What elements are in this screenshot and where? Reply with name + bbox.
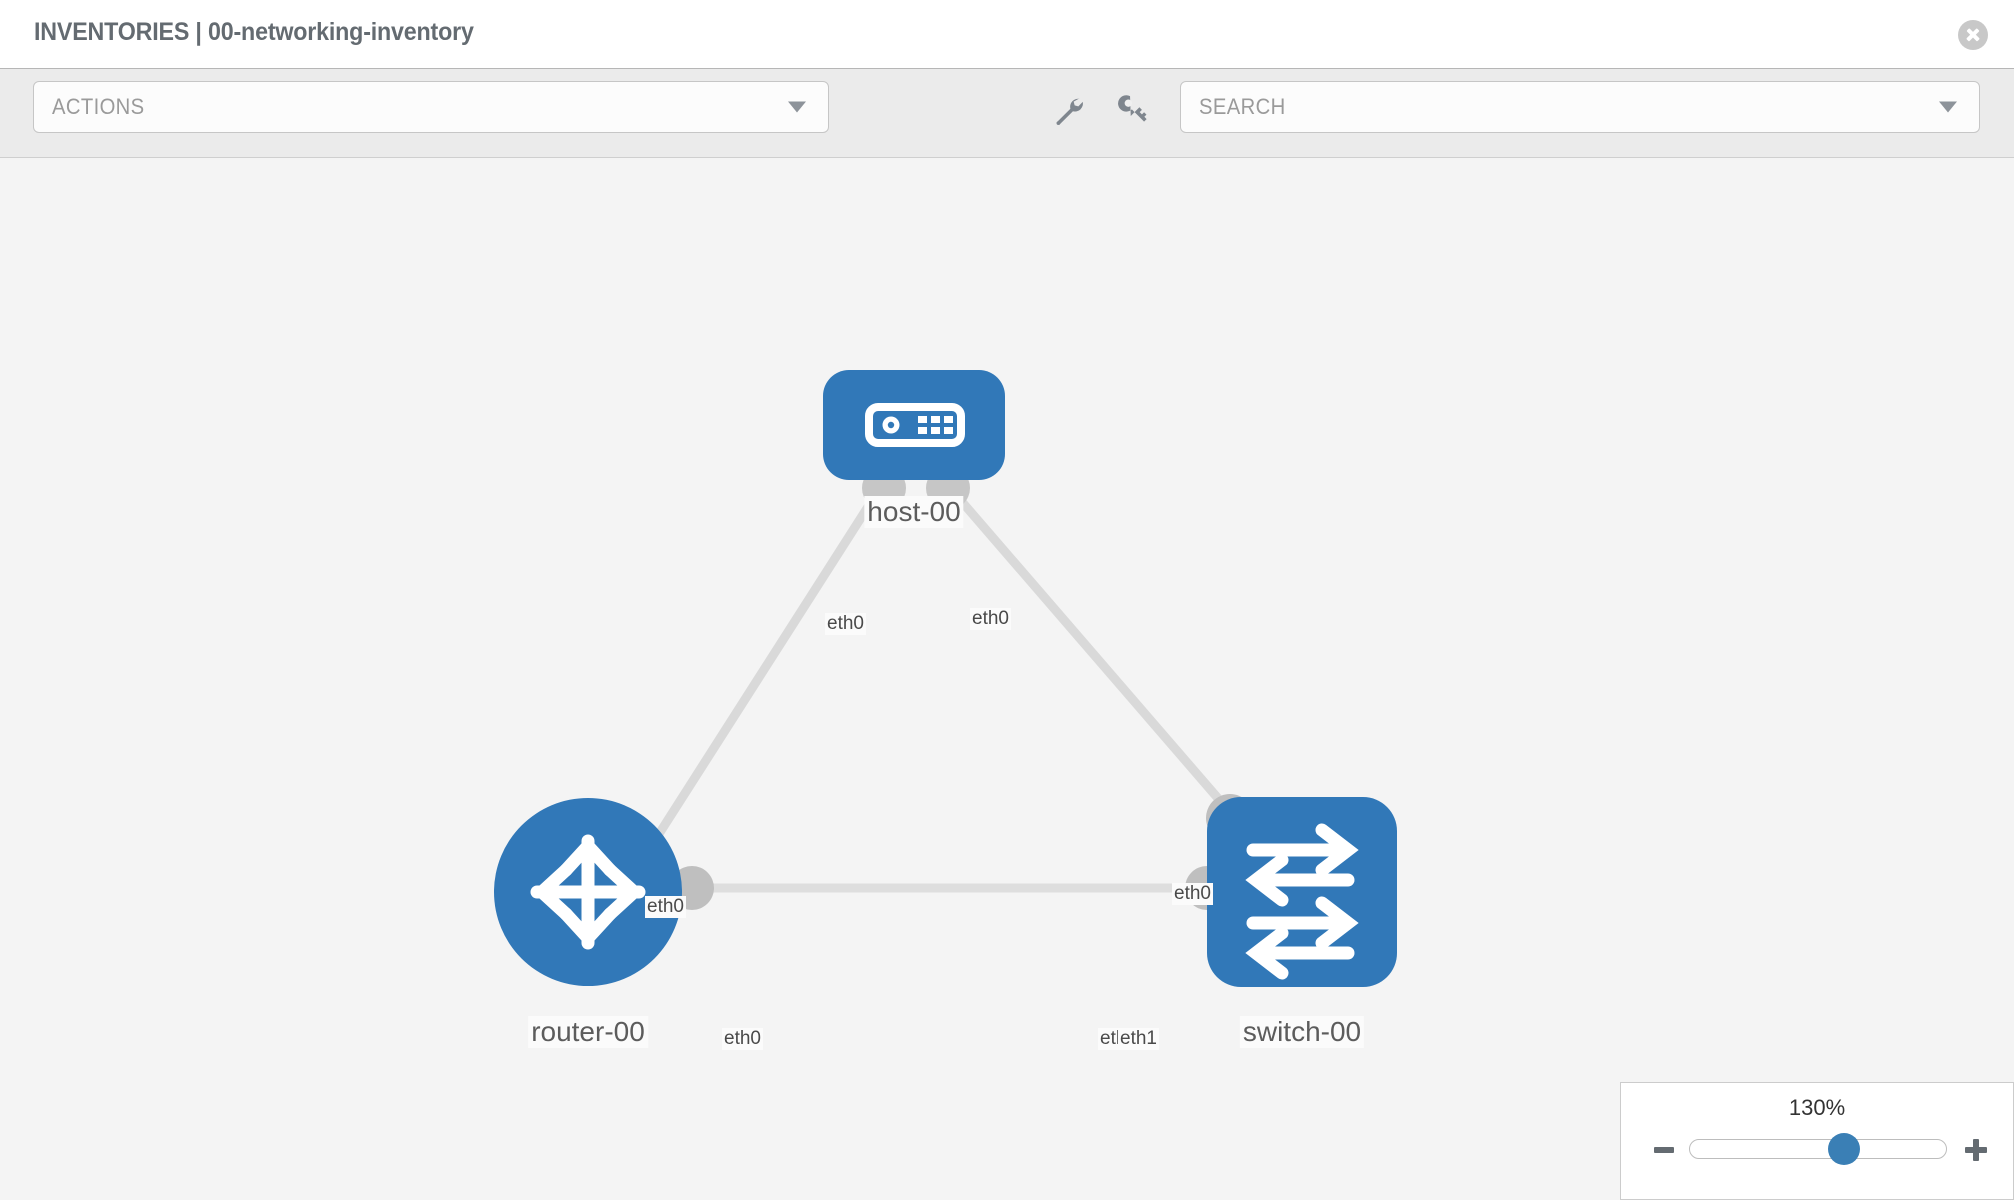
interface-label-host-eth0-right: eth0 — [970, 608, 1011, 630]
node-label-router-00: router-00 — [528, 1016, 648, 1048]
interface-label-switch-eth0-diagonal: eth0 — [1172, 883, 1213, 905]
zoom-in-button[interactable] — [1961, 1135, 1991, 1165]
zoom-control: 130% — [1620, 1082, 2014, 1200]
interface-label-router-eth0-horizontal: eth0 — [722, 1028, 763, 1050]
zoom-out-button[interactable] — [1649, 1135, 1679, 1165]
actions-dropdown-label: ACTIONS — [52, 94, 145, 119]
interface-label-switch-eth1: eth1 — [1118, 1028, 1159, 1050]
search-input[interactable]: SEARCH — [1180, 81, 1980, 133]
node-switch-00[interactable] — [1207, 797, 1397, 987]
interface-label-router-eth0-diagonal: eth0 — [645, 896, 686, 918]
search-input-placeholder: SEARCH — [1199, 94, 1286, 119]
zoom-slider-thumb[interactable] — [1827, 1133, 1860, 1165]
page-title: INVENTORIES | 00-networking-inventory — [34, 18, 474, 46]
toolbar: ACTIONS SEARCH — [0, 68, 2014, 158]
wrench-icon[interactable] — [1051, 93, 1085, 127]
chevron-down-icon[interactable] — [1939, 101, 1957, 113]
node-host-00[interactable] — [823, 370, 1005, 480]
topology-canvas[interactable]: host-00 router-00 switch-00 eth0 eth0 et… — [0, 158, 2014, 1200]
page-header: INVENTORIES | 00-networking-inventory — [0, 0, 2014, 68]
close-icon[interactable] — [1958, 20, 1988, 50]
node-router-00[interactable] — [494, 798, 682, 986]
zoom-level-value: 130% — [1788, 1095, 1846, 1120]
link-host-switch[interactable] — [946, 485, 1239, 821]
key-icon[interactable] — [1117, 93, 1151, 127]
node-label-host-00: host-00 — [864, 496, 964, 528]
interface-knob-group — [670, 466, 1254, 910]
chevron-down-icon — [788, 101, 806, 113]
interface-label-host-eth0-left: eth0 — [825, 613, 866, 635]
actions-dropdown[interactable]: ACTIONS — [33, 81, 829, 133]
topology-graph — [494, 370, 1397, 987]
node-label-switch-00: switch-00 — [1239, 1016, 1365, 1048]
zoom-slider-track[interactable] — [1689, 1133, 1947, 1165]
link-host-router[interactable] — [646, 485, 884, 851]
